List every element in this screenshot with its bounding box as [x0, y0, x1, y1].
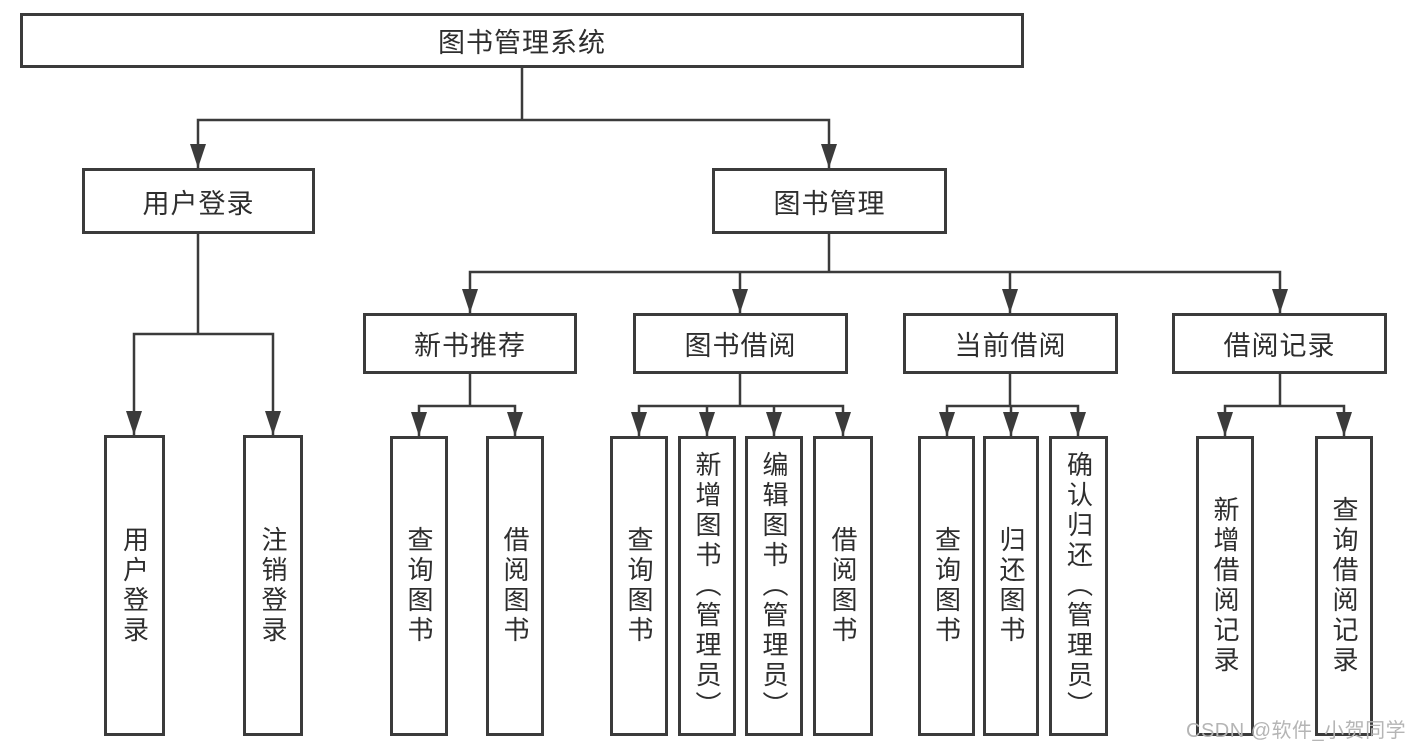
connector-mgmt-bus: [468, 270, 1282, 313]
leaf-user-login: 用户登录: [104, 435, 165, 736]
node-current-borrowing: 当前借阅: [903, 313, 1118, 374]
leaf-current-query-books: 查询图书: [918, 436, 975, 736]
leaf-current-return-books: 归还图书: [983, 436, 1039, 736]
connector-records-bus: [1223, 404, 1346, 436]
connector-borrowing-bus: [637, 404, 845, 436]
arrow-down-icon: [1217, 412, 1233, 436]
arrowhead-icons: [126, 144, 1352, 436]
arrow-down-icon: [835, 412, 851, 436]
connector-login-bus: [132, 332, 275, 435]
arrow-down-icon: [1003, 412, 1019, 436]
arrow-down-icon: [265, 411, 281, 435]
node-library-system: 图书管理系统: [20, 13, 1024, 68]
node-user-login: 用户登录: [82, 168, 315, 234]
arrow-down-icon: [821, 144, 837, 168]
leaf-newbooks-borrow-books: 借阅图书: [486, 436, 544, 736]
arrow-down-icon: [411, 412, 427, 436]
connector-newbooks-bus: [417, 404, 517, 436]
leaf-records-add-record: 新增借阅记录: [1196, 436, 1254, 736]
node-book-management: 图书管理: [712, 168, 947, 234]
csdn-watermark: CSDN @软件_小贺同学: [1186, 720, 1405, 742]
node-book-borrowing: 图书借阅: [633, 313, 848, 374]
leaf-newbooks-query-books: 查询图书: [390, 436, 448, 736]
leaf-borrowing-query-books: 查询图书: [610, 436, 668, 736]
arrow-down-icon: [631, 412, 647, 436]
arrow-down-icon: [1070, 412, 1086, 436]
leaf-borrowing-edit-books-admin: 编辑图书（管理员）: [745, 436, 803, 736]
arrow-down-icon: [939, 412, 955, 436]
arrow-down-icon: [732, 289, 748, 313]
arrow-down-icon: [1272, 289, 1288, 313]
leaf-logout: 注销登录: [243, 435, 303, 736]
arrow-down-icon: [1002, 289, 1018, 313]
arrow-down-icon: [190, 144, 206, 168]
arrow-down-icon: [126, 411, 142, 435]
arrow-down-icon: [699, 412, 715, 436]
leaf-borrowing-borrow-books: 借阅图书: [813, 436, 873, 736]
arrow-down-icon: [766, 412, 782, 436]
leaf-borrowing-add-books-admin: 新增图书（管理员）: [678, 436, 736, 736]
leaf-records-query-record: 查询借阅记录: [1315, 436, 1373, 736]
connector-root-bus: [196, 118, 831, 168]
node-new-book-recommend: 新书推荐: [363, 313, 577, 374]
arrow-down-icon: [462, 289, 478, 313]
leaf-current-confirm-return-admin: 确认归还（管理员）: [1049, 436, 1108, 736]
arrow-down-icon: [1336, 412, 1352, 436]
node-borrow-records: 借阅记录: [1172, 313, 1387, 374]
arrow-down-icon: [507, 412, 523, 436]
